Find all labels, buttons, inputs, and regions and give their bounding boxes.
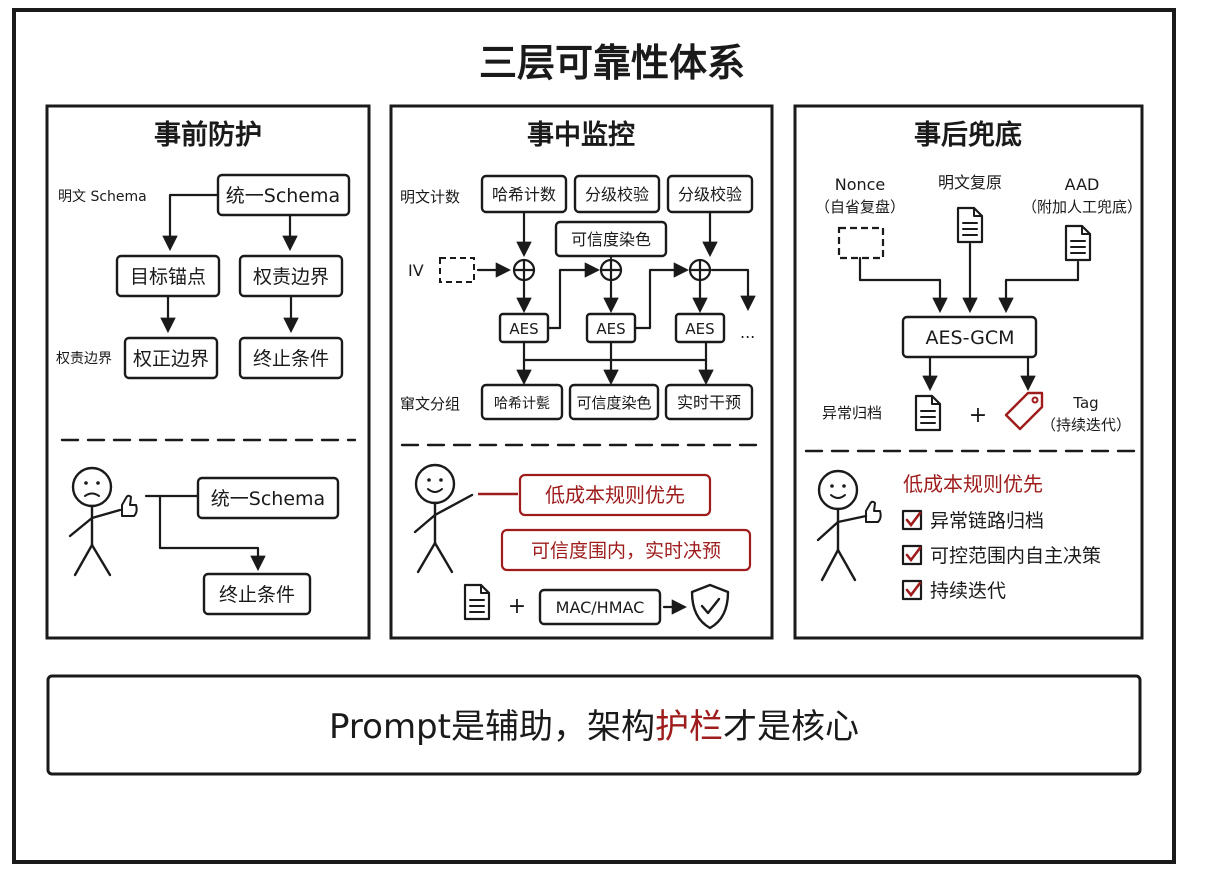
- plus-sign: +: [969, 403, 987, 428]
- label-nonce-sub: （自省复盘）: [815, 198, 905, 216]
- label-nonce: Nonce: [835, 175, 886, 194]
- box-out-hash-label: 哈希计甏: [494, 396, 550, 412]
- bottom-box-unified-schema-label: 统一Schema: [211, 488, 325, 510]
- box-trust-coloring-label: 可信度染色: [571, 230, 651, 249]
- box-out-realtime: [664, 383, 754, 421]
- chain-arrow-1: [546, 262, 601, 330]
- box-out-trust-label: 可信度染色: [576, 394, 651, 412]
- callout-realtime-label: 可信度围内，实时决预: [531, 540, 721, 562]
- bottom-arrow-to-stop: [158, 494, 266, 572]
- outer-frame: [12, 8, 1176, 864]
- box-resp-boundary-label: 权责边界: [253, 266, 329, 288]
- label-aad-sub: （附加人工兜底）: [1022, 198, 1142, 216]
- thumbs-up-icon: [121, 494, 138, 517]
- panel-post-title: 事后兜底: [914, 119, 1022, 151]
- box-out-trust: [568, 383, 660, 421]
- checkbox-icon: [901, 579, 923, 601]
- label-plain-schema: 明文 Schema: [58, 189, 147, 205]
- box-out-realtime-label: 实时干预: [677, 393, 741, 412]
- box-aes-1-label: AES: [509, 320, 538, 338]
- callout-realtime: [500, 528, 752, 572]
- box-out-hash: [480, 383, 564, 421]
- xor-icon: [599, 258, 623, 282]
- callout-low-cost: [518, 473, 712, 517]
- label-anomaly-archive: 异常归档: [822, 404, 882, 422]
- box-aes-gcm-label: AES-GCM: [926, 327, 1015, 349]
- iv-dashed-box-icon: [439, 257, 475, 283]
- panel-mid-frame: [389, 104, 774, 640]
- box-aes-3: [674, 312, 726, 344]
- check-item-2: 可控范围内自主决策: [930, 545, 1101, 567]
- arrow-to-target: [162, 193, 220, 252]
- stick-figure-icon: [68, 466, 122, 577]
- box-unified-schema-label: 统一Schema: [226, 185, 340, 207]
- bottom-box-stop-condition-label: 终止条件: [219, 584, 295, 606]
- footer-text: Prompt是辅助，架构护栏才是核心: [329, 707, 859, 747]
- check-item-1: 异常链路归档: [930, 510, 1044, 532]
- box-stop-condition-label: 终止条件: [253, 348, 329, 370]
- document-icon: [1064, 224, 1092, 262]
- box-grade-check-1: [573, 174, 661, 214]
- label-tag-sub: （持续迭代）: [1041, 416, 1131, 434]
- label-aad: AAD: [1065, 175, 1100, 194]
- callout-low-cost-label: 低成本规则优先: [545, 483, 685, 507]
- box-hash-count-label: 哈希计数: [492, 185, 556, 204]
- box-grade-check-2-label: 分级校验: [678, 185, 742, 204]
- panel-mid-title: 事中监控: [527, 120, 635, 151]
- tag-icon: [1004, 391, 1044, 431]
- stick-figure-icon: [413, 463, 474, 574]
- footer-suffix: 才是核心: [723, 707, 859, 747]
- box-aes-3-label: AES: [685, 320, 714, 338]
- label-tag: Tag: [1072, 394, 1098, 412]
- panel-post: 事后兜底 Nonce （自省复盘） 明文复原 AAD （附加人工兜底） AES-…: [793, 104, 1144, 640]
- document-icon: [914, 394, 942, 432]
- box-mac-hmac: [538, 588, 662, 626]
- label-plain-replay: 明文复原: [938, 173, 1002, 192]
- panel-mid: 事中监控 明文计数 哈希计数 分级校验 分级校验 可信度染色 IV AES AE…: [389, 104, 774, 640]
- xor-icon: [688, 258, 712, 282]
- box-mac-hmac-label: MAC/HMAC: [556, 598, 645, 617]
- nonce-dashed-box-icon: [837, 226, 885, 260]
- label-cipher-groups: 窜文分组: [400, 395, 460, 413]
- box-aes-2-label: AES: [596, 320, 625, 338]
- bottom-box-stop-condition: [202, 572, 312, 616]
- plus-sign: +: [508, 594, 526, 619]
- footer-highlight: 护栏: [655, 707, 723, 747]
- footer-prefix: Prompt是辅助，架构: [329, 707, 655, 747]
- label-resp-boundary: 权责边界: [56, 351, 112, 367]
- check-item-3: 持续迭代: [930, 580, 1006, 602]
- box-aes-gcm: [901, 315, 1038, 359]
- box-correct-boundary: [123, 336, 219, 380]
- page-title: 三层可靠性体系: [479, 41, 745, 85]
- box-target-anchor-label: 目标锚点: [130, 266, 206, 288]
- checkbox-icon: [901, 509, 923, 531]
- document-icon: [463, 583, 491, 621]
- box-grade-check-1-label: 分级校验: [585, 185, 649, 204]
- panel-post-frame: [793, 104, 1144, 640]
- ellipsis: ...: [740, 323, 755, 342]
- label-plain-count: 明文计数: [400, 188, 460, 206]
- chain-arrow-3: [710, 268, 756, 312]
- footer-banner: [46, 674, 1142, 776]
- label-iv: IV: [408, 261, 424, 280]
- post-heading-low-cost: 低成本规则优先: [903, 472, 1043, 496]
- box-stop-condition: [238, 336, 344, 380]
- arrow-aad-to-gcm: [998, 260, 1080, 314]
- panel-pre: 事前防护 明文 Schema 统一Schema 目标锚点 权责边界 权责边界 权…: [45, 104, 371, 640]
- arrow-nonce-to-gcm: [858, 256, 948, 314]
- chain-arrow-2: [633, 262, 690, 330]
- panel-pre-title: 事前防护: [154, 119, 262, 151]
- document-icon: [956, 206, 984, 244]
- panel-pre-frame: [45, 104, 371, 640]
- xor-icon: [512, 258, 536, 282]
- thumbs-up-icon: [865, 500, 882, 523]
- bottom-box-unified-schema: [196, 476, 340, 520]
- checkbox-icon: [901, 544, 923, 566]
- shield-check-icon: [690, 583, 730, 630]
- box-correct-boundary-label: 权正边界: [133, 348, 209, 370]
- stick-figure-icon: [816, 469, 868, 582]
